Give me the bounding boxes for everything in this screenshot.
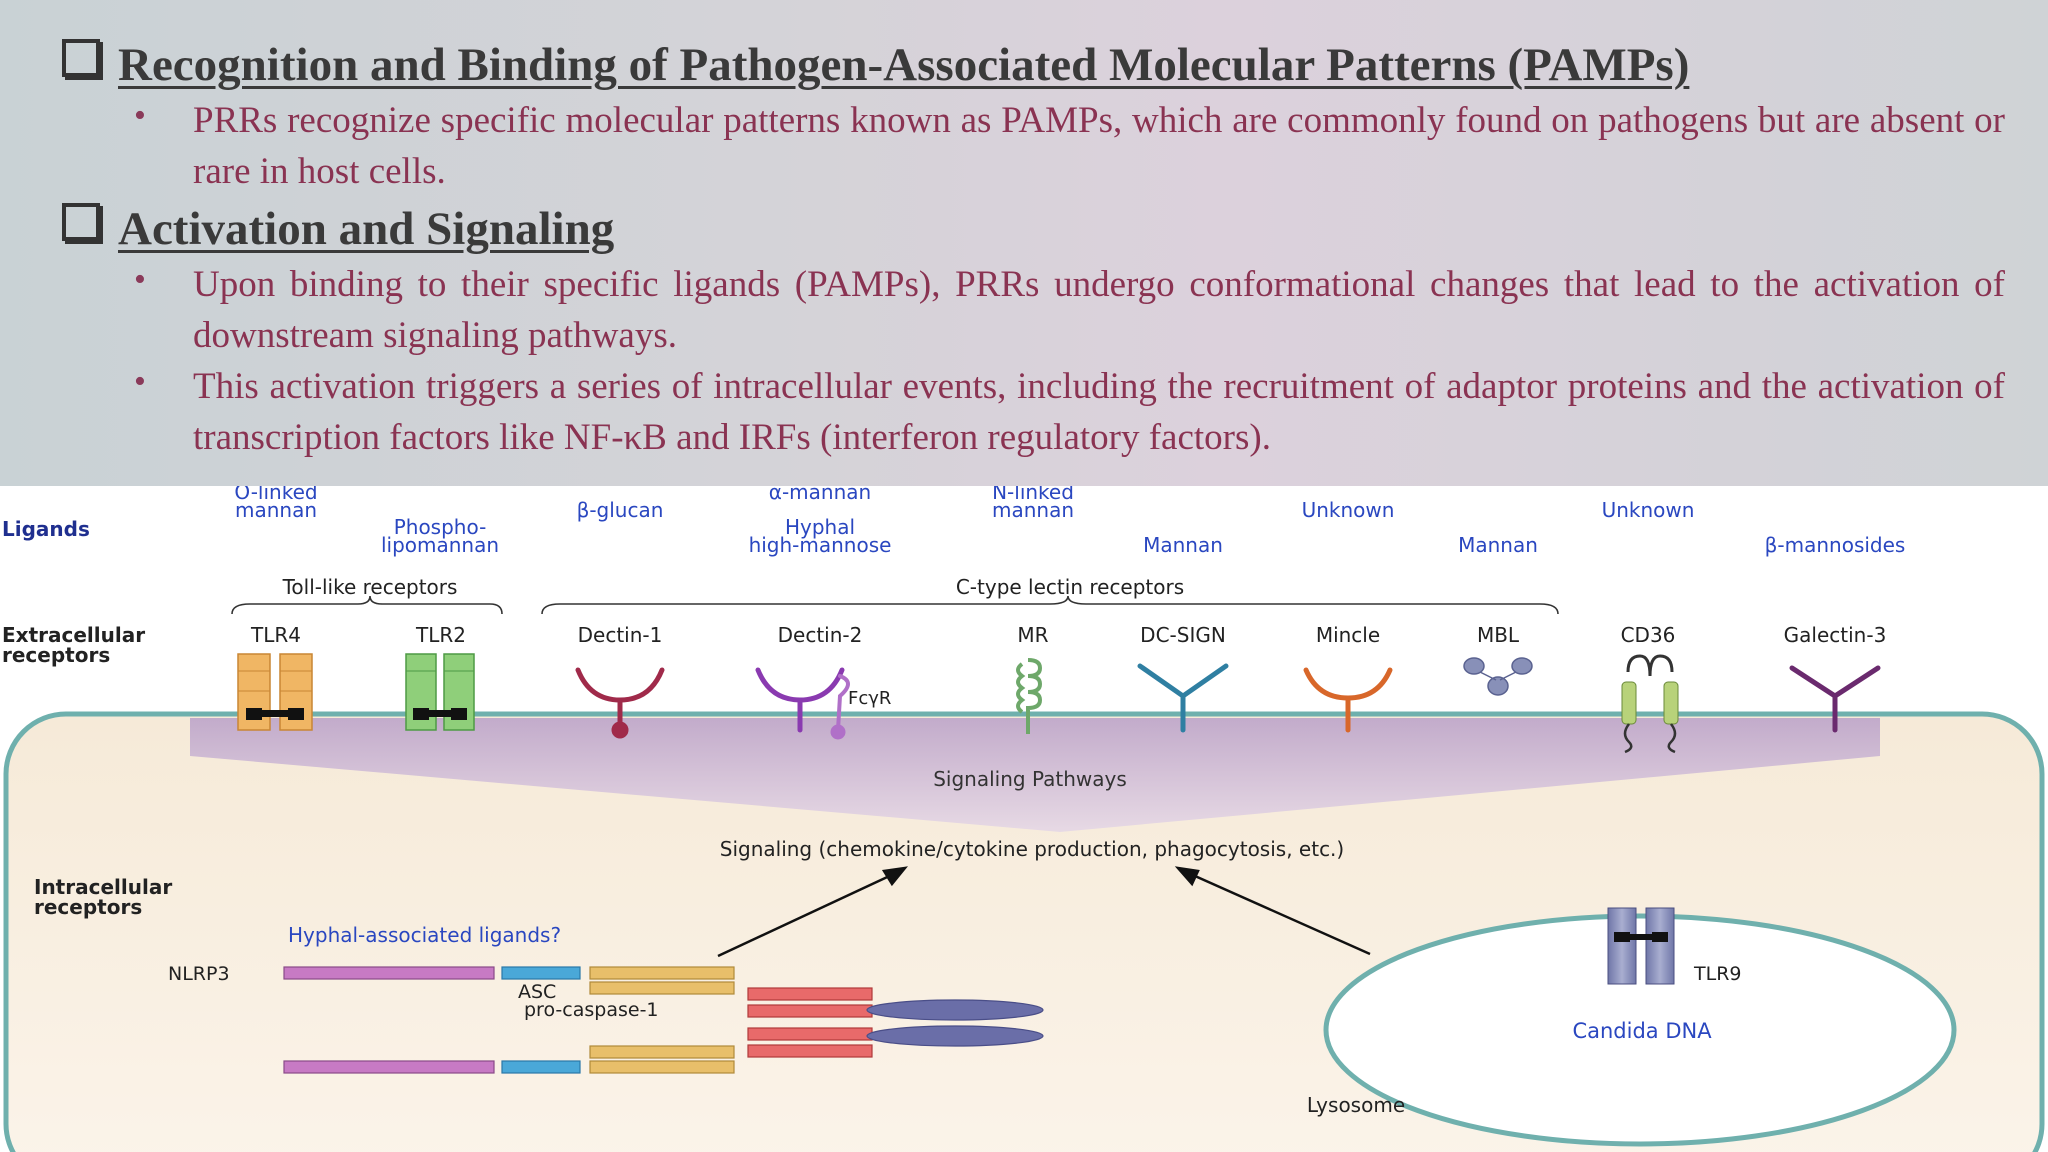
row-label-receptors: receptors [2, 643, 110, 667]
dectin1-receptor-icon [575, 667, 665, 739]
section-heading-pamps-text: Recognition and Binding of Pathogen-Asso… [118, 39, 1690, 91]
ligand-unknown-cd36: Unknown [1602, 498, 1695, 522]
cd36-receptor-icon [1621, 654, 1679, 754]
row-label-ligands: Ligands [2, 517, 90, 541]
mincle-receptor-icon [1303, 667, 1393, 733]
ligand-o-linked-mannan: mannan [235, 498, 317, 522]
row-label-intracellular: Intracellular [34, 875, 172, 899]
checkbox-bullet-icon [62, 39, 100, 77]
receptor-tlr2-label: TLR2 [415, 623, 466, 647]
tlr2-receptor-icon [405, 653, 475, 731]
checkbox-bullet-icon [62, 203, 100, 241]
receptor-galectin3-label: Galectin-3 [1784, 623, 1887, 647]
receptor-mincle-label: Mincle [1316, 623, 1380, 647]
receptor-tlr4-label: TLR4 [250, 623, 301, 647]
bullet-icon: • [134, 97, 146, 134]
asc-label: ASC [518, 981, 556, 1003]
lysosome-label: Lysosome [1307, 1093, 1405, 1117]
ligand-hyphal: Hyphal [785, 515, 855, 539]
tlr9-receptor-icon [1607, 907, 1675, 985]
receptor-dectin2-label: Dectin-2 [778, 623, 863, 647]
ligand-o-linked: O-linked [234, 486, 317, 504]
nlrp3-label: NLRP3 [168, 963, 230, 985]
group-c-type-lectin: C-type lectin receptors [956, 575, 1184, 599]
ligand-phospho: Phospho- [394, 515, 487, 539]
receptor-mr-label: MR [1017, 623, 1048, 647]
bullet-text: Upon binding to their specific ligands (… [193, 264, 2005, 356]
receptor-cd36-label: CD36 [1621, 623, 1676, 647]
ligand-beta-glucan: β-glucan [577, 498, 664, 522]
tlr9-label: TLR9 [1693, 963, 1741, 985]
ligand-beta-mannosides: β-mannosides [1765, 533, 1906, 557]
bullet-text: PRRs recognize specific molecular patter… [193, 100, 2005, 192]
dcsign-receptor-icon [1137, 663, 1229, 733]
section-heading-activation-text: Activation and Signaling [118, 203, 615, 255]
bullet-icon: • [134, 363, 146, 400]
hyphal-associated-ligands: Hyphal-associated ligands? [288, 923, 561, 947]
receptor-mbl-label: MBL [1477, 623, 1520, 647]
mbl-receptor-icon [1463, 657, 1533, 696]
bullet-text: This activation triggers a series of int… [193, 366, 2005, 458]
ligand-n-linked-mannan: mannan [992, 498, 1074, 522]
prr-diagram: Ligands Extracellular receptors Intracel… [0, 486, 2048, 1152]
slide-text-panel [0, 0, 2048, 486]
lysosome-membrane [1323, 913, 1957, 1147]
ligand-mannan-dcsign: Mannan [1143, 533, 1223, 557]
section-heading-activation: Activation and Signaling [62, 202, 614, 256]
ligand-lipomannan: lipomannan [381, 533, 499, 557]
arrow-icon [717, 866, 1371, 958]
galectin3-receptor-icon [1789, 665, 1881, 733]
candida-dna-label: Candida DNA [1572, 1019, 1712, 1043]
group-toll-like: Toll-like receptors [282, 575, 458, 599]
pro-caspase-label: pro-caspase-1 [524, 999, 659, 1021]
bracket-c-type-lectin [541, 595, 1559, 615]
ligand-unknown-mincle: Unknown [1302, 498, 1395, 522]
bullet-icon: • [134, 261, 146, 298]
fcgr-label: FcγR [848, 688, 891, 709]
receptor-dectin1-label: Dectin-1 [578, 623, 663, 647]
section-heading-pamps: Recognition and Binding of Pathogen-Asso… [62, 38, 1689, 92]
dectin2-receptor-icon [755, 667, 850, 740]
mr-receptor-icon [1016, 658, 1043, 734]
row-label-intracellular-receptors: receptors [34, 895, 142, 919]
row-label-extracellular: Extracellular [2, 623, 145, 647]
signaling-funnel [190, 718, 1880, 832]
signaling-pathways-label: Signaling Pathways [933, 767, 1127, 791]
prr-diagram-svg: Ligands Extracellular receptors Intracel… [2, 486, 2045, 1152]
bracket-toll-like [231, 595, 503, 615]
ligand-high-mannose: high-mannose [749, 533, 892, 557]
signaling-description: Signaling (chemokine/cytokine production… [720, 837, 1344, 861]
receptor-dcsign-label: DC-SIGN [1140, 623, 1226, 647]
ligand-alpha-mannan: α-mannan [769, 486, 871, 504]
tlr4-receptor-icon [237, 653, 313, 731]
ligand-n-linked: N-linked [992, 486, 1074, 504]
ligand-mannan-mbl: Mannan [1458, 533, 1538, 557]
nlrp3-complex [283, 966, 1044, 1074]
